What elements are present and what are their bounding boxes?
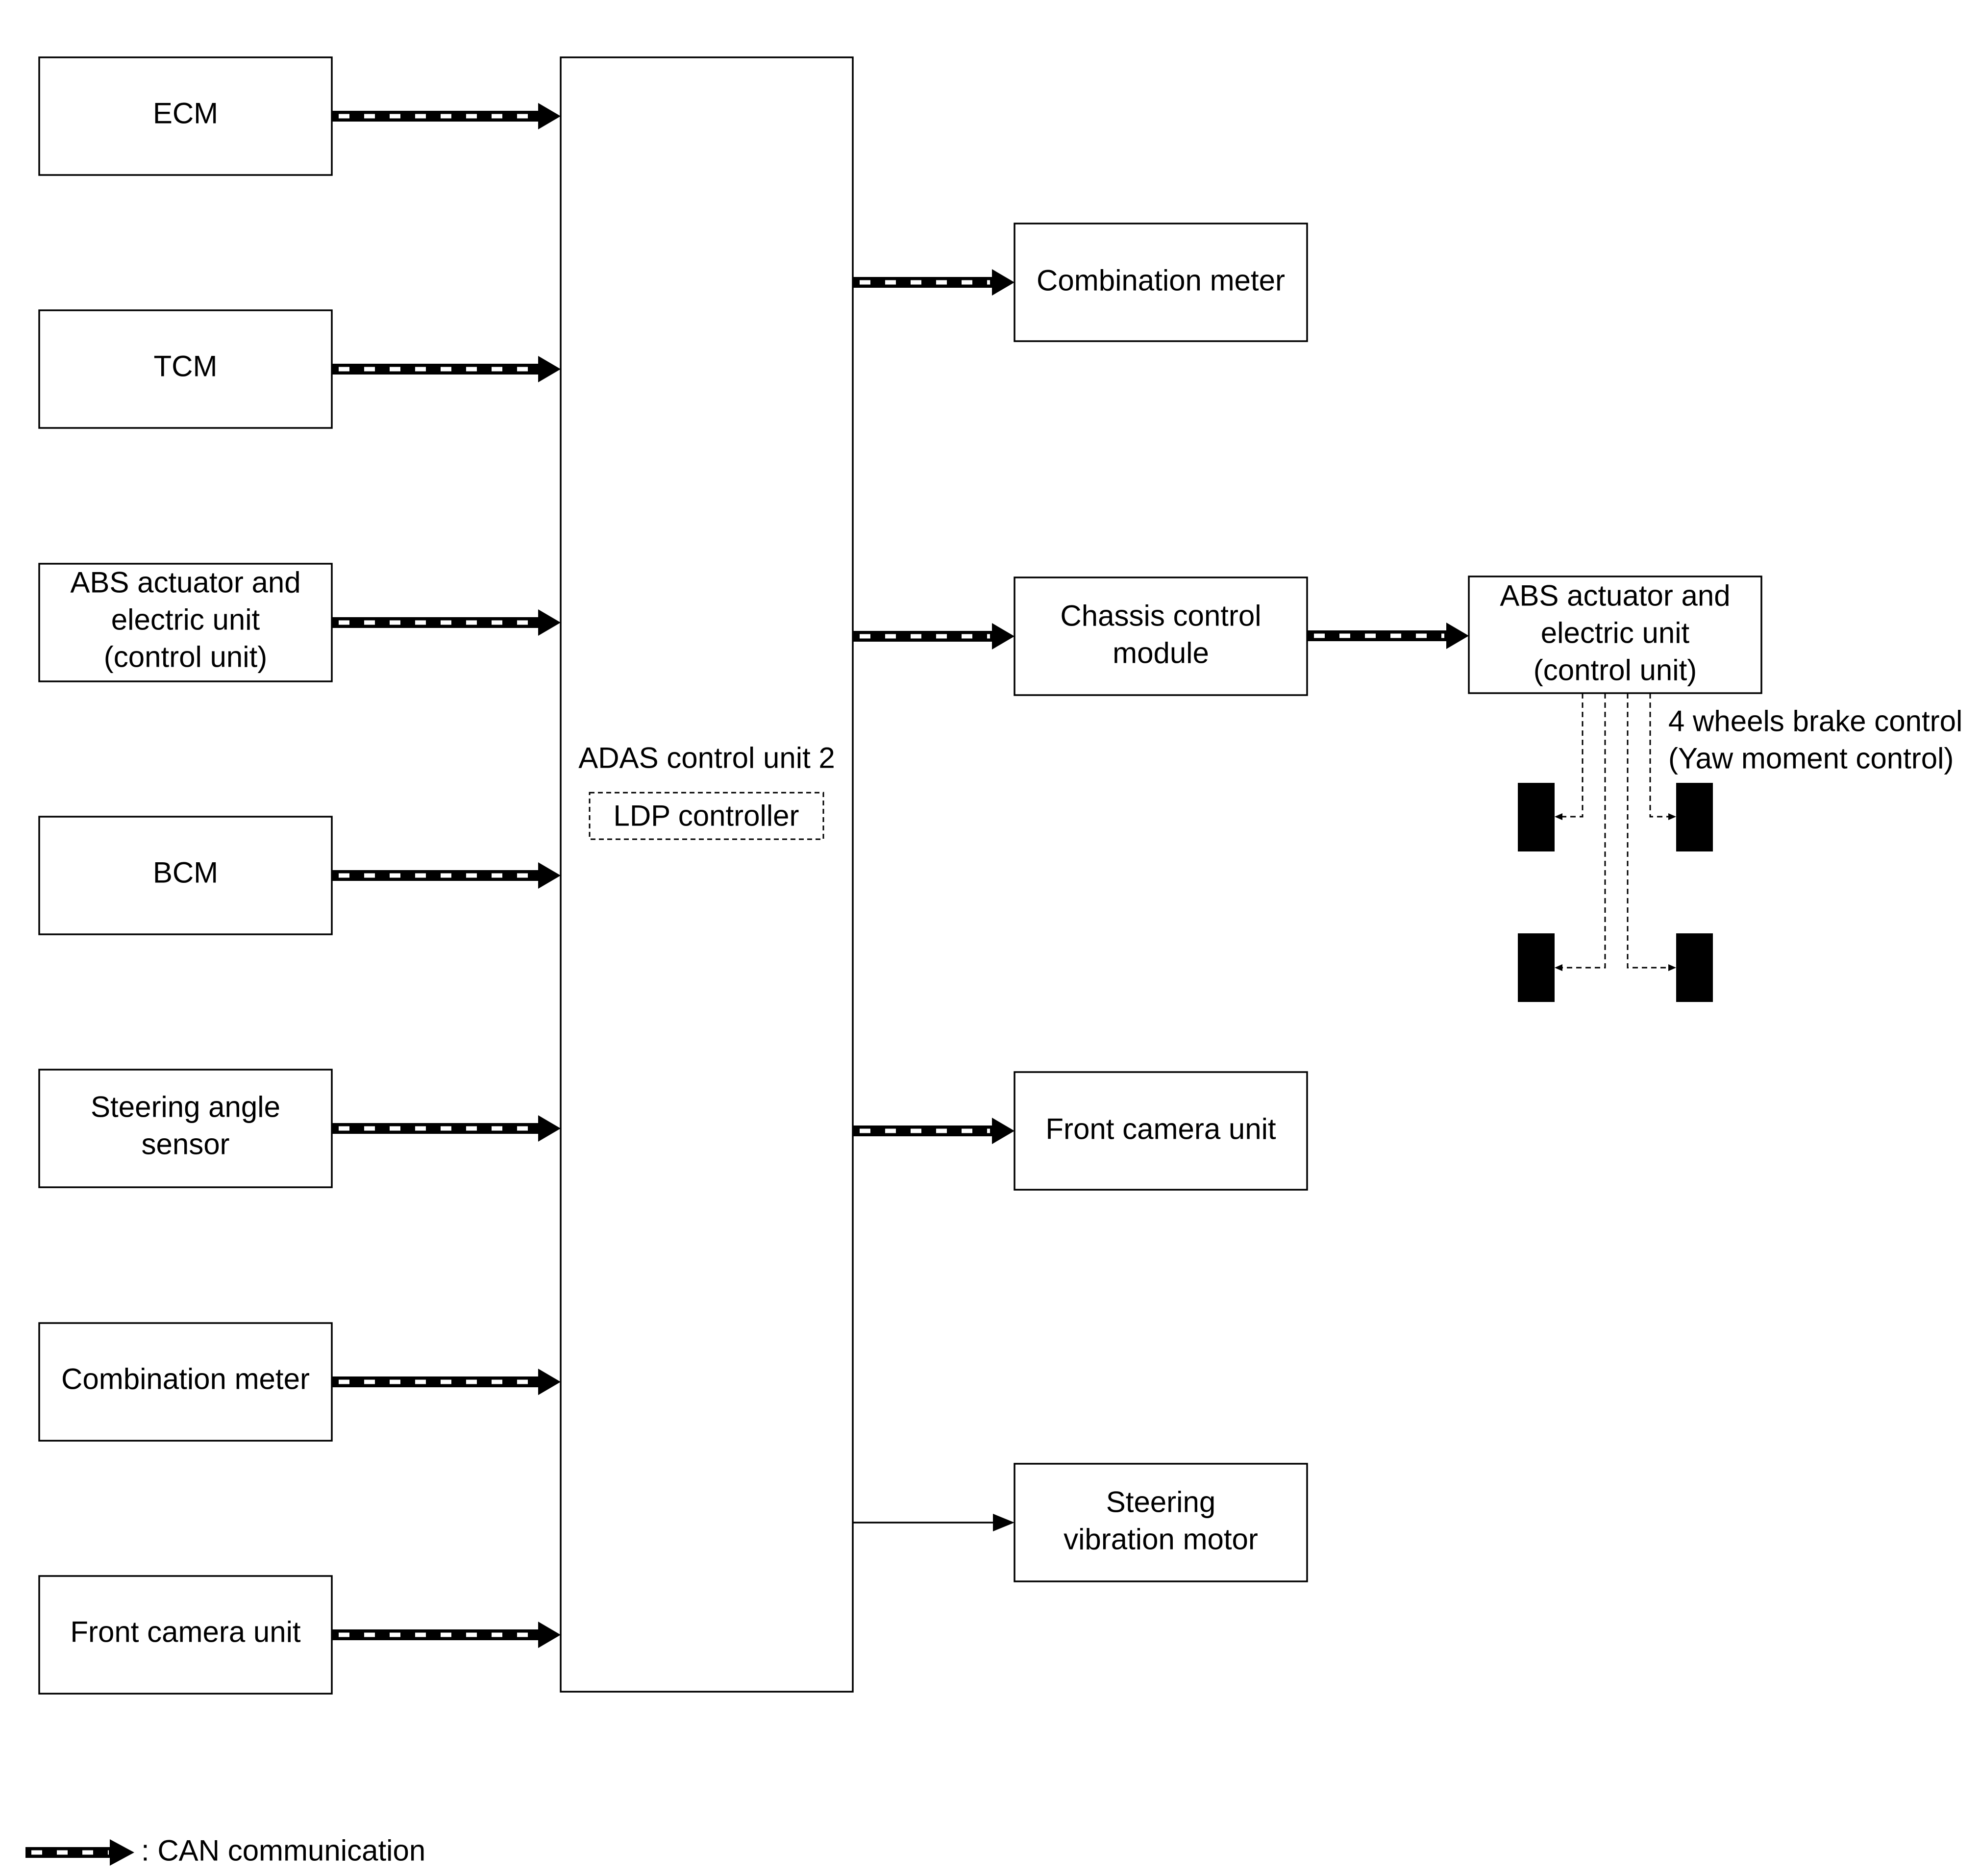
chassis-control-line-1: Chassis control xyxy=(1060,600,1261,632)
brake-arrowhead xyxy=(1668,813,1676,820)
abs-actuator-out-line-2: electric unit xyxy=(1541,617,1690,650)
chassis-control-line-2: module xyxy=(1113,637,1209,670)
steering-vibration-arrow xyxy=(853,1514,1015,1531)
front-camera-in-line-1: Front camera unit xyxy=(70,1616,301,1649)
tcm-box xyxy=(38,309,333,429)
combination-meter-out-line-1: Combination meter xyxy=(1037,264,1285,297)
front-camera-out-can-arrow xyxy=(853,1118,1015,1144)
abs-actuator-out-box xyxy=(1468,575,1762,694)
steering-angle-line-2: sensor xyxy=(141,1128,229,1161)
connectors xyxy=(332,103,1469,1648)
combination-meter-in-can-arrow xyxy=(332,1369,561,1395)
combination-meter-in-line-1: Combination meter xyxy=(61,1363,310,1396)
brake-arrowhead xyxy=(1555,964,1562,971)
chassis-control-box xyxy=(1014,576,1308,696)
wheel-front-right xyxy=(1676,783,1713,851)
legend-can-sample xyxy=(25,1839,134,1866)
steering-vibration-box xyxy=(1014,1463,1308,1582)
combination-meter-out-can-arrow xyxy=(853,269,1015,296)
ldp-controller-box xyxy=(589,792,824,840)
steering-vibration-line-2: vibration motor xyxy=(1064,1523,1258,1556)
abs-in-line-3: (control unit) xyxy=(104,641,267,674)
bcm-line-1: BCM xyxy=(153,856,218,889)
wheel-brake-group xyxy=(1518,693,1713,1002)
tcm-can-arrow xyxy=(332,356,561,382)
front-camera-out-line-1: Front camera unit xyxy=(1045,1113,1276,1146)
chassis-to-abs-can-arrow xyxy=(1307,623,1469,649)
steering-angle-can-arrow xyxy=(332,1115,561,1142)
ecm-can-arrow xyxy=(332,103,561,129)
brake-line-front-right xyxy=(1649,693,1672,818)
steering-vibration-line-1: Steering xyxy=(1106,1486,1215,1519)
brake-line-rear-right xyxy=(1627,693,1672,969)
abs-in-line-1: ABS actuator and xyxy=(70,566,300,599)
abs-actuator-out-line-3: (control unit) xyxy=(1534,654,1697,687)
chassis-control-can-arrow xyxy=(853,623,1015,650)
brake-arrowhead xyxy=(1668,964,1676,971)
abs-in-can-arrow xyxy=(332,609,561,636)
legend-label: : CAN communication xyxy=(141,1834,425,1867)
brake-control-note-line-2: (Yaw moment control) xyxy=(1668,742,1954,775)
front-camera-out-box xyxy=(1014,1071,1308,1191)
tcm-line-1: TCM xyxy=(154,350,218,383)
ldp-controller-label: LDP controller xyxy=(613,800,799,832)
brake-control-note-line-1: 4 wheels brake control xyxy=(1668,705,1962,738)
brake-line-front-left xyxy=(1559,693,1584,818)
adas-control-unit-title: ADAS control unit 2 xyxy=(578,742,835,775)
brake-arrowhead xyxy=(1555,813,1562,820)
bcm-can-arrow xyxy=(332,862,561,889)
combination-meter-out-box xyxy=(1014,223,1308,342)
wheel-front-left xyxy=(1518,783,1555,851)
ecm-box xyxy=(38,56,333,176)
combination-meter-in-box xyxy=(38,1322,333,1442)
brake-line-rear-left xyxy=(1559,693,1606,969)
abs-actuator-out-line-1: ABS actuator and xyxy=(1500,579,1730,612)
abs-in-box xyxy=(38,563,333,682)
legend: : CAN communication xyxy=(25,1834,425,1867)
wheel-rear-left xyxy=(1518,933,1555,1002)
front-camera-in-box xyxy=(38,1575,333,1695)
wheel-rear-right xyxy=(1676,933,1713,1002)
front-camera-in-can-arrow xyxy=(332,1622,561,1648)
adas-control-unit-box xyxy=(560,56,854,1693)
bcm-box xyxy=(38,816,333,935)
boxes: ECM TCM ABS actuator and electric unit (cont… xyxy=(38,56,1962,1695)
steering-angle-line-1: Steering angle xyxy=(91,1091,280,1124)
ecm-line-1: ECM xyxy=(153,97,218,130)
abs-in-line-2: electric unit xyxy=(111,603,260,636)
steering-angle-box xyxy=(38,1069,333,1188)
